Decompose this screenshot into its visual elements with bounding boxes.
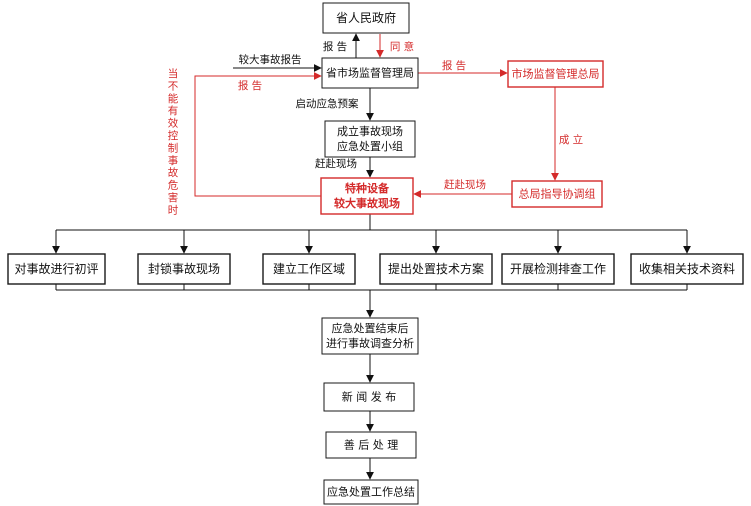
summary-box — [323, 479, 419, 505]
preliminary-assessment-box — [7, 253, 106, 285]
nodes-layer — [7, 2, 744, 505]
connectors-layer — [52, 33, 691, 480]
report-red-left-arrow — [194, 72, 322, 197]
uncontrollable-note-char-12: 时 — [168, 204, 179, 216]
provincial-government-label-1: 省人民政府 — [336, 10, 396, 25]
press-release-label-1: 新 闻 发 布 — [342, 390, 397, 404]
go-to-scene-red-edge-label: 赶赴现场 — [444, 178, 486, 191]
report-red-right-edge-label: 报 告 — [442, 59, 466, 72]
press-release-box — [323, 382, 415, 412]
preliminary-assessment-label-1: 对事故进行初评 — [14, 261, 98, 276]
uncontrollable-note-char-4: 有 — [168, 104, 179, 117]
technical-plan-box — [379, 253, 493, 285]
state-administration-label-1: 市场监督管理总局 — [512, 67, 600, 81]
aftermath-label-1: 善 后 处 理 — [344, 438, 399, 452]
labels-layer: 省人民政府省市场监督管理局市场监督管理总局成立事故现场应急处置小组特种设备较大事… — [14, 10, 735, 499]
accident-scene-label-2: 较大事故现场 — [334, 196, 400, 210]
investigation-box — [321, 317, 419, 355]
major-accident-report-edge-label: 较大事故报告 — [239, 53, 302, 66]
report-red-left-edge-label: 报 告 — [238, 79, 262, 92]
technical-data-label-1: 收集相关技术资料 — [639, 261, 735, 276]
emergency-team-box — [324, 120, 416, 158]
go-to-scene-edge-label: 赶赴现场 — [315, 157, 357, 170]
emergency-team-label-1: 成立事故现场 — [337, 124, 403, 138]
uncontrollable-note-char-10: 危 — [168, 180, 179, 192]
seal-scene-box — [137, 253, 231, 285]
uncontrollable-note-char-8: 事 — [168, 154, 179, 167]
work-zone-box — [262, 253, 356, 285]
technical-plan-label-1: 提出处置技术方案 — [388, 261, 484, 276]
coordination-group-label-1: 总局指导协调组 — [519, 187, 596, 201]
provincial-government-box — [322, 2, 410, 34]
state-administration-box — [507, 60, 604, 88]
investigation-label-1: 应急处置结束后 — [332, 321, 409, 335]
emergency-team-label-2: 应急处置小组 — [337, 139, 403, 153]
seal-scene-label-1: 封锁事故现场 — [148, 261, 220, 276]
accident-scene-label-1: 特种设备 — [345, 181, 390, 195]
uncontrollable-note-char-5: 效 — [168, 117, 179, 130]
establish-edge-label: 成 立 — [559, 133, 583, 146]
aftermath-box — [325, 431, 417, 459]
coordination-group-box — [511, 180, 603, 208]
inspection-box — [501, 253, 615, 285]
uncontrollable-note-char-11: 害 — [168, 191, 179, 204]
uncontrollable-note-char-2: 不 — [168, 80, 179, 92]
accident-scene-box — [320, 177, 414, 215]
uncontrollable-note-char-6: 控 — [168, 129, 179, 142]
approve-down-edge-label: 同 意 — [390, 40, 414, 53]
work-zone-label-1: 建立工作区域 — [273, 261, 345, 276]
technical-data-box — [630, 253, 744, 285]
activate-plan-edge-label: 启动应急预案 — [296, 97, 359, 110]
investigation-label-2: 进行事故调查分析 — [326, 336, 414, 350]
uncontrollable-note-char-7: 制 — [168, 141, 179, 154]
uncontrollable-note-char-1: 当 — [168, 67, 179, 80]
provincial-bureau-box — [321, 57, 419, 89]
uncontrollable-note-char-9: 故 — [168, 166, 179, 179]
inspection-label-1: 开展检测排查工作 — [510, 261, 606, 276]
report-up-edge-label: 报 告 — [323, 40, 347, 53]
provincial-bureau-label-1: 省市场监督管理局 — [326, 66, 414, 80]
uncontrollable-note-char-3: 能 — [168, 92, 179, 105]
summary-label-1: 应急处置工作总结 — [327, 485, 415, 499]
